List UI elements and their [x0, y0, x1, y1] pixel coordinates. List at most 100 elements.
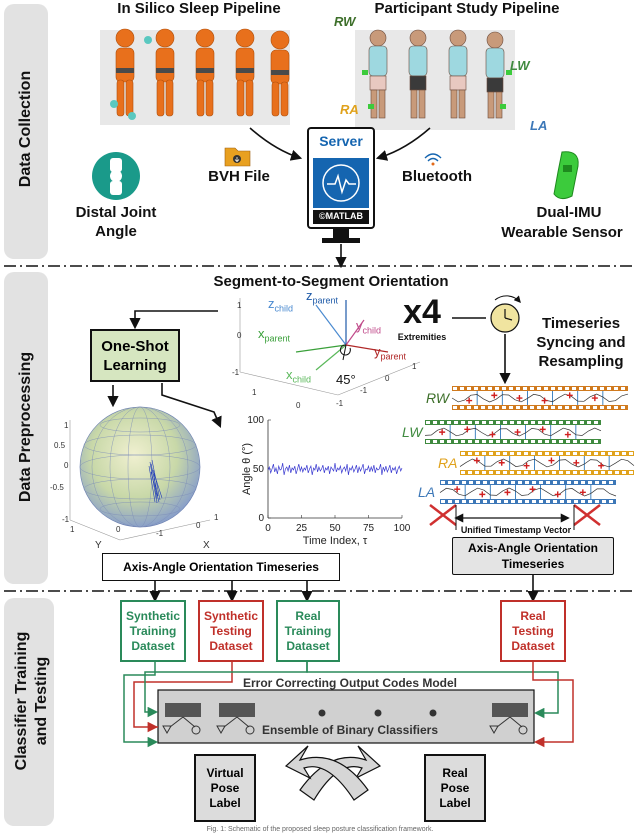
- track-signal-3: [439, 487, 617, 497]
- sphere-x-tick-3: 1: [214, 513, 219, 522]
- real-testing-line-3: Dataset: [511, 638, 555, 653]
- track-sample-2-6: [598, 462, 605, 469]
- virtual-pose-label-box: Virtual Pose Label: [194, 754, 256, 822]
- split-arrow-left: [284, 745, 369, 801]
- insilico-title: In Silico Sleep Pipeline: [117, 0, 281, 17]
- sphere-y-tick-1: 1: [70, 525, 75, 534]
- matlab-label: ©MATLAB: [319, 211, 363, 221]
- folder-icon: [224, 147, 251, 167]
- distal-joint-label-2: Angle: [95, 223, 137, 240]
- track-sample-1-5: [539, 426, 546, 433]
- sphere-z-tick-1: 1: [64, 421, 69, 430]
- svg-text:0: 0: [385, 374, 390, 383]
- participant-title: Participant Study Pipeline: [374, 0, 560, 17]
- synthetic-training-dataset-box: Synthetic Training Dataset: [120, 600, 186, 662]
- frame-x-child: xchild: [286, 367, 312, 385]
- track-sample-2-4: [548, 457, 555, 464]
- synthetic-training-line-2: Training: [129, 623, 177, 638]
- track-sample-3-4: [529, 486, 536, 493]
- frame-z-child: zchild: [268, 296, 294, 314]
- svg-text:-1: -1: [232, 368, 240, 377]
- track-sample-0-5: [566, 392, 573, 399]
- axis-angle-right-line-2: Timeseries: [501, 557, 565, 571]
- svg-text:0: 0: [296, 401, 301, 410]
- virtual-pose-line-2: Pose: [210, 780, 240, 795]
- sphere-z-tick-3: 0: [64, 461, 69, 470]
- real-testing-line-1: Real: [520, 608, 546, 623]
- track-sample-0-1: [466, 397, 473, 404]
- ensemble-label: Ensemble of Binary Classifiers: [261, 723, 439, 737]
- track-sample-3-1: [454, 486, 461, 493]
- sphere-z-tick-4: -0.5: [50, 483, 64, 492]
- track-sample-1-1: [439, 429, 446, 436]
- svg-text:-1: -1: [336, 399, 344, 408]
- section-bar-preprocessing: [4, 272, 48, 584]
- track-strip-0: [452, 391, 628, 405]
- one-shot-line-2: Learning: [103, 356, 167, 374]
- real-testing-dataset-box: Real Testing Dataset: [500, 600, 566, 662]
- bluetooth-label: Bluetooth: [402, 168, 472, 185]
- track-sample-3-5: [554, 491, 561, 498]
- real-training-line-1: Real: [295, 608, 321, 623]
- wearable-label-2: Wearable Sensor: [501, 224, 623, 241]
- sphere-axis-x-label: X: [203, 540, 210, 551]
- track-strip-2: [460, 456, 634, 470]
- sphere-x-tick-2: 0: [196, 521, 201, 530]
- real-training-line-3: Dataset: [286, 638, 330, 653]
- server-label: Server: [319, 133, 363, 149]
- chart-x-tick-0: 0: [265, 523, 271, 534]
- x4-label: x4: [403, 293, 441, 331]
- svg-text:1: 1: [412, 362, 417, 371]
- track-sample-0-3: [516, 395, 523, 402]
- limb-label-la: LA: [530, 118, 548, 133]
- track-label-3: LA: [418, 484, 435, 500]
- ecoc-title: Error Correcting Output Codes Model: [242, 676, 457, 690]
- coordinate-frame-graphic: 1 0 -1 1 0 -1 -1 0 1: [232, 298, 421, 410]
- synthetic-testing-line-2: Testing: [210, 623, 252, 638]
- figure-caption: Fig. 1: Schematic of the proposed sleep …: [206, 826, 434, 833]
- extremities-label: Extremities: [397, 332, 447, 342]
- track-sample-0-6: [591, 395, 598, 402]
- real-pose-line-2: Pose: [440, 780, 470, 795]
- synthetic-training-line-3: Dataset: [131, 638, 175, 653]
- virtual-pose-line-3: Label: [209, 795, 241, 810]
- sphere-x-tick-1: -1: [156, 529, 164, 538]
- track-sample-1-6: [564, 431, 571, 438]
- sphere-y-tick-2: 0: [116, 525, 121, 534]
- chart-x-tick-4: 100: [394, 523, 411, 534]
- track-label-1: LW: [402, 424, 424, 440]
- section-bar-collection: [4, 4, 48, 259]
- frame-angle: 45°: [336, 372, 356, 387]
- participant-figures-graphic: [355, 29, 515, 130]
- binary-classifier-icon-2: [216, 703, 255, 735]
- chart-x-label: Time Index, τ: [303, 535, 368, 547]
- virtual-pose-line-1: Virtual: [206, 765, 244, 780]
- chart-y-tick-2: 100: [247, 415, 264, 426]
- track-signal-1: [424, 427, 602, 437]
- track-sample-0-4: [541, 397, 548, 404]
- sphere-plot: [69, 406, 211, 541]
- bvh-file-label: BVH File: [208, 168, 270, 185]
- wearable-sensor-icon: [553, 151, 579, 200]
- track-sample-2-5: [573, 459, 580, 466]
- axis-angle-right-line-1: Axis-Angle Orientation: [467, 541, 598, 555]
- frame-y-parent: yparent: [374, 344, 407, 362]
- frame-z-parent: zparent: [306, 288, 339, 306]
- limb-label-lw: LW: [510, 58, 530, 73]
- track-strip-1: [425, 425, 601, 439]
- real-training-dataset-box: Real Training Dataset: [276, 600, 340, 662]
- synthetic-testing-line-3: Dataset: [209, 638, 253, 653]
- chart-x-tick-1: 25: [296, 523, 308, 534]
- wearable-label-1: Dual-IMU: [536, 204, 602, 221]
- synthetic-training-line-1: Synthetic: [125, 608, 180, 623]
- svg-text:-1: -1: [360, 386, 368, 395]
- track-sample-2-2: [498, 459, 505, 466]
- axis-angle-right-box: Axis-Angle Orientation Timeseries: [452, 537, 614, 575]
- frame-y-child: ychild: [356, 318, 382, 336]
- track-signal-0: [451, 393, 629, 403]
- chart-series-line: [267, 463, 403, 475]
- unified-timestamp-graphic: [429, 504, 601, 530]
- real-pose-label-box: Real Pose Label: [424, 754, 486, 822]
